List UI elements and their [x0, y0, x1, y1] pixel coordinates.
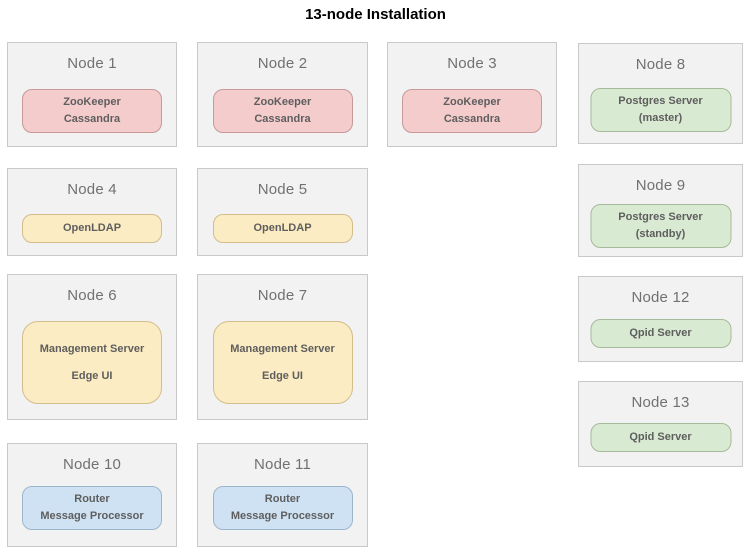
node-8-box: Node 8 Postgres Server (master): [578, 43, 743, 144]
node-10-box: Node 10 Router Message Processor: [7, 443, 177, 547]
node-4-box: Node 4 OpenLDAP: [7, 168, 177, 256]
node-1-title: Node 1: [67, 55, 117, 72]
service-label: Edge UI: [71, 369, 113, 382]
node-5-box: Node 5 OpenLDAP: [197, 168, 368, 256]
service-label: Management Server: [230, 342, 335, 355]
node-13-box: Node 13 Qpid Server: [578, 381, 743, 467]
node-8-services-pill: Postgres Server (master): [590, 88, 731, 132]
node-6-title: Node 6: [67, 287, 117, 304]
service-label: ZooKeeper: [63, 96, 121, 108]
service-label: Cassandra: [63, 113, 121, 125]
service-label: Qpid Server: [629, 431, 692, 443]
node-3-services-pill: ZooKeeper Cassandra: [402, 89, 542, 133]
node-3-title: Node 3: [447, 55, 497, 72]
node-7-services-pill: Management Server Edge UI: [212, 321, 353, 404]
service-label: Postgres Server: [618, 211, 703, 223]
service-label: Edge UI: [262, 369, 303, 382]
node-10-title: Node 10: [62, 456, 122, 473]
node-1-box: Node 1 ZooKeeper Cassandra: [7, 42, 177, 147]
node-6-services-pill: Management Server Edge UI: [22, 321, 162, 404]
node-7-title: Node 7: [257, 287, 308, 304]
node-13-services-pill: Qpid Server: [590, 423, 731, 452]
service-label: Qpid Server: [629, 327, 692, 339]
node-9-title: Node 9: [635, 177, 686, 194]
service-label: OpenLDAP: [253, 222, 312, 234]
node-7-box: Node 7 Management Server Edge UI: [197, 274, 368, 420]
node-9-services-pill: Postgres Server (standby): [590, 204, 731, 248]
service-label: Cassandra: [443, 113, 501, 125]
node-12-title: Node 12: [631, 289, 690, 306]
node-5-title: Node 5: [257, 181, 308, 198]
node-8-title: Node 8: [635, 56, 686, 73]
node-11-box: Node 11 Router Message Processor: [197, 443, 368, 547]
service-label: OpenLDAP: [62, 222, 122, 234]
node-9-box: Node 9 Postgres Server (standby): [578, 164, 743, 257]
node-13-title: Node 13: [631, 394, 690, 411]
node-12-services-pill: Qpid Server: [590, 319, 731, 348]
node-2-box: Node 2 ZooKeeper Cassandra: [197, 42, 368, 147]
service-label: ZooKeeper: [443, 96, 501, 108]
service-label: Router: [74, 493, 110, 505]
node-5-services-pill: OpenLDAP: [212, 214, 353, 243]
node-10-services-pill: Router Message Processor: [22, 486, 162, 530]
service-label: (standby): [635, 228, 686, 240]
diagram-title: 13-node Installation: [305, 6, 446, 23]
node-2-services-pill: ZooKeeper Cassandra: [212, 89, 353, 133]
node-12-box: Node 12 Qpid Server: [578, 276, 743, 362]
service-label: Router: [264, 493, 301, 505]
node-4-title: Node 4: [67, 181, 117, 198]
node-4-services-pill: OpenLDAP: [22, 214, 162, 243]
node-3-box: Node 3 ZooKeeper Cassandra: [387, 42, 557, 147]
node-1-services-pill: ZooKeeper Cassandra: [22, 89, 162, 133]
service-label: Management Server: [39, 342, 145, 355]
service-label: Message Processor: [230, 510, 335, 522]
service-label: Postgres Server: [618, 95, 703, 107]
node-6-box: Node 6 Management Server Edge UI: [7, 274, 177, 420]
service-label: Cassandra: [254, 113, 311, 125]
node-11-title: Node 11: [254, 456, 311, 473]
node-11-services-pill: Router Message Processor: [212, 486, 353, 530]
node-2-title: Node 2: [257, 55, 308, 72]
service-label: Message Processor: [40, 510, 144, 522]
service-label: (master): [638, 112, 683, 124]
service-label: ZooKeeper: [253, 96, 312, 108]
